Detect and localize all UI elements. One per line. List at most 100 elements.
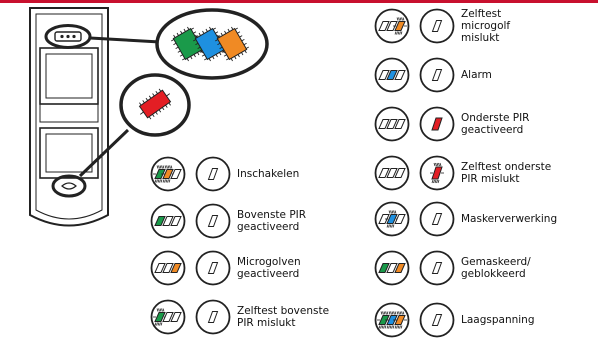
led-orange-icon	[393, 311, 407, 329]
slash-icon	[207, 262, 219, 274]
led-strip-icon	[374, 155, 410, 191]
slash-icon	[207, 168, 219, 180]
led-green-icon	[378, 263, 390, 273]
led-strip-icon	[150, 203, 186, 239]
legend-label: Zelftest microgolf mislukt	[461, 8, 511, 44]
led-blue-icon	[386, 70, 398, 80]
legend-label: Zelftest onderste PIR mislukt	[461, 161, 552, 185]
slash-icon	[431, 20, 443, 32]
led-off-icon	[378, 214, 390, 224]
led-off-icon	[170, 216, 182, 226]
led-green-icon	[153, 308, 167, 326]
led-strip-icon	[150, 156, 186, 192]
led-indicator-icons	[146, 156, 233, 192]
led-indicator-icons	[146, 299, 233, 335]
legend-row-zelftest-microgolf: Zelftest microgolf mislukt	[370, 8, 510, 44]
slash-icon	[207, 215, 219, 227]
legend-label: Zelftest bovenste PIR mislukt	[237, 305, 330, 329]
led-off-icon	[394, 70, 406, 80]
legend-row-zelftest-onderste: Zelftest onderste PIR mislukt	[370, 155, 551, 191]
led-off-icon	[394, 119, 406, 129]
led-off-icon	[378, 21, 390, 31]
legend-label: Laagspanning	[461, 314, 535, 326]
top-led-callout	[44, 8, 269, 80]
slash-icon	[195, 250, 231, 286]
legend-row-gemaskeerd: Gemaskeerd/ geblokkeerd	[370, 250, 531, 286]
led-indicator-icons	[146, 250, 233, 286]
legend-row-microgolven: Microgolven geactiveerd	[146, 250, 301, 286]
slash-icon	[195, 156, 231, 192]
led-off-icon	[170, 312, 182, 322]
red-led-blink-icon	[419, 155, 455, 191]
slash-icon	[419, 201, 455, 237]
slash-icon	[431, 213, 443, 225]
led-strip-icon	[374, 201, 410, 237]
led-off-icon	[394, 214, 406, 224]
led-off-icon	[386, 263, 398, 273]
legend-row-alarm: Alarm	[370, 57, 492, 93]
slash-icon	[195, 203, 231, 239]
slash-icon	[419, 302, 455, 338]
led-off-icon	[162, 263, 174, 273]
led-off-icon	[386, 119, 398, 129]
led-indicator-icons	[370, 8, 457, 44]
slash-icon	[419, 250, 455, 286]
slash-icon	[419, 57, 455, 93]
slash-icon	[195, 299, 231, 335]
slash-icon	[431, 262, 443, 274]
led-off-icon	[154, 263, 166, 273]
orange-led-icon	[215, 26, 249, 62]
led-indicator-icons	[146, 203, 233, 239]
legend-row-zelftest-bovenste: Zelftest bovenste PIR mislukt	[146, 299, 329, 335]
led-strip-icon	[374, 302, 410, 338]
led-orange-icon	[393, 17, 407, 35]
red-led-icon	[138, 88, 172, 120]
legend-label: Microgolven geactiveerd	[237, 256, 301, 280]
legend-label: Bovenste PIR geactiveerd	[237, 209, 307, 233]
legend-label: Alarm	[461, 69, 492, 81]
bottom-led-callout	[51, 73, 191, 198]
led-strip-icon	[374, 8, 410, 44]
legend-label: Onderste PIR geactiveerd	[461, 112, 530, 136]
led-off-icon	[170, 169, 182, 179]
led-off-icon	[394, 168, 406, 178]
led-orange-icon	[161, 165, 175, 183]
led-strip-icon	[374, 57, 410, 93]
slash-icon	[431, 314, 443, 326]
led-strip-icon	[150, 250, 186, 286]
led-indicator-icons	[370, 302, 457, 338]
legend-label: Inschakelen	[237, 168, 300, 180]
slash-icon	[431, 69, 443, 81]
led-green-icon	[377, 311, 391, 329]
legend-label: Maskerverwerking	[461, 213, 558, 225]
led-indicator-icons	[370, 250, 457, 286]
green-led-icon	[171, 26, 205, 62]
led-off-icon	[378, 119, 390, 129]
led-strip-icon	[374, 250, 410, 286]
led-off-icon	[386, 168, 398, 178]
red-led-icon	[419, 106, 455, 142]
legend-row-laagspanning: Laagspanning	[370, 302, 535, 338]
legend-label: Gemaskeerd/ geblokkeerd	[461, 256, 531, 280]
led-indicator-icons	[370, 106, 457, 142]
led-strip-icon	[150, 299, 186, 335]
slash-icon	[419, 8, 455, 44]
led-off-icon	[162, 216, 174, 226]
red-led-icon	[431, 117, 443, 131]
led-indicator-icons	[370, 201, 457, 237]
led-strip-icon	[374, 106, 410, 142]
detector-body	[29, 7, 109, 227]
led-indicator-icons	[370, 57, 457, 93]
top-accent-line	[0, 0, 598, 3]
led-green-icon	[154, 216, 166, 226]
led-off-icon	[378, 70, 390, 80]
led-off-icon	[162, 312, 174, 322]
legend-row-inschakelen: Inschakelen	[146, 156, 299, 192]
led-orange-icon	[170, 263, 182, 273]
led-indicator-icons	[370, 155, 457, 191]
red-led-blink-icon	[430, 162, 444, 184]
legend-row-bovenste-pir: Bovenste PIR geactiveerd	[146, 203, 306, 239]
slash-icon	[207, 311, 219, 323]
legend-row-onderste-pir: Onderste PIR geactiveerd	[370, 106, 529, 142]
